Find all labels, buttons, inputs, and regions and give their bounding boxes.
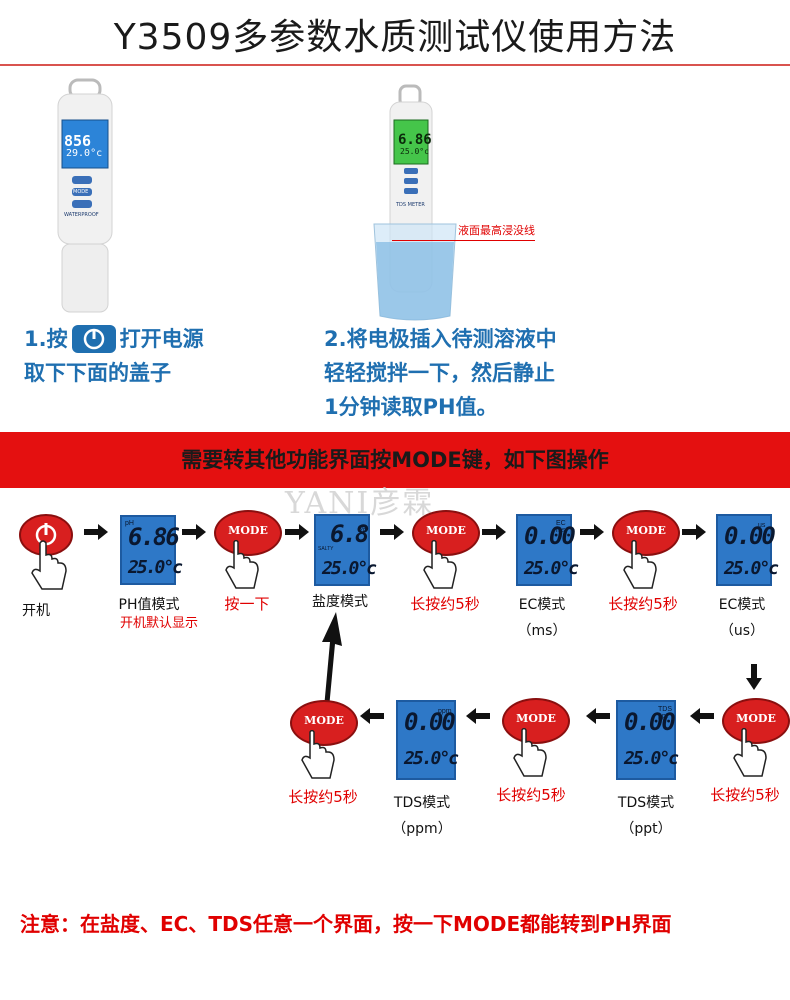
lcd-tds-ppm-unit: ppm — [438, 708, 452, 715]
arrow-right-5 — [482, 524, 506, 544]
arrow-left-1 — [690, 708, 714, 728]
page-title: Y3509多参数水质测试仪使用方法 — [113, 17, 677, 58]
lcd-salt-sub: SALTY — [318, 546, 334, 552]
note-text: 注意：在盐度、EC、TDS任意一个界面，按一下MODE都能转到PH界面 — [20, 912, 672, 936]
step1-text: 1.按 打开电源 取下下面的盖子 — [24, 322, 204, 390]
step1-line2: 取下下面的盖子 — [24, 361, 171, 385]
step2-line3: 1分钟读取PH值。 — [324, 395, 498, 419]
mode-button-6: MODE — [290, 700, 358, 780]
meter1-mode-label: MODE — [73, 189, 89, 195]
lcd-tds-ppt: TDS ppt 0.00 25.0°c — [616, 700, 679, 780]
meter1-reading-top: 856 — [64, 132, 92, 150]
lcd-ec-ms-bottom: 25.0°c — [524, 558, 579, 579]
banner-text: 需要转其他功能界面按MODE键，如下图操作 — [181, 448, 609, 472]
meter-image-2: 6.86 25.0°c TDS METER — [370, 84, 460, 324]
arrow-right-4 — [380, 524, 404, 544]
meter2-reading-bottom: 25.0°c — [400, 147, 429, 156]
mode-button-2: MODE — [412, 510, 480, 590]
meter2-reading-top: 6.86 — [398, 132, 432, 148]
lcd-ec-ms: EC ms 0.00 25.0°c — [516, 514, 579, 586]
lcd-ec-us-top: 0.00 — [724, 522, 776, 550]
arrow-right-1 — [84, 524, 108, 544]
mode-label-6: MODE — [304, 714, 344, 727]
meter1-reading-bottom: 29.0°c — [66, 148, 103, 159]
power-button-press — [18, 513, 78, 593]
meter1-brand: WATERPROOF — [64, 212, 99, 218]
arrow-left-3 — [466, 708, 490, 728]
immersion-line — [392, 240, 458, 241]
lcd-ph-bottom: 25.0°c — [128, 557, 183, 578]
arrow-up — [316, 612, 346, 712]
lcd-salt-unit: % — [358, 524, 367, 534]
meter-image-1: 856 29.0°c MODE WATERPROOF — [50, 78, 120, 318]
tds-ppt-label: TDS模式 — [617, 795, 675, 811]
instruction-banner — [0, 432, 790, 488]
long-press-label-1: 长按约5秒 — [410, 595, 480, 613]
power-icon — [71, 325, 116, 353]
immersion-line-label: 液面最高浸没线 — [458, 222, 535, 241]
meter2-brand: TDS METER — [396, 202, 425, 208]
arrow-down — [746, 664, 762, 694]
ec-us-label: EC模式 — [718, 597, 766, 613]
ec-ms-label: EC模式 — [518, 597, 566, 613]
lcd-ph-unit: pH — [125, 520, 134, 527]
lcd-ph: pH 6.86 25.0°c — [120, 515, 183, 585]
long-press-label-5: 长按约5秒 — [288, 788, 358, 806]
arrow-left-2 — [586, 708, 610, 728]
mode-label-1: MODE — [228, 524, 268, 537]
power-label: 开机 — [22, 603, 50, 619]
mode-label-5: MODE — [516, 712, 556, 725]
step2-line1: 2.将电极插入待测溶液中 — [324, 327, 557, 351]
arrow-left-4 — [360, 708, 384, 728]
ec-ms-unit-label: （ms） — [517, 623, 567, 639]
lcd-ec-ms-unit: EC ms — [556, 520, 566, 534]
lcd-tds-ppm-bottom: 25.0°c — [404, 748, 459, 769]
arrow-right-3 — [285, 524, 309, 544]
lcd-salt: % SALTY 6.8 25.0°c — [314, 514, 377, 586]
tds-ppm-unit-label: （ppm） — [392, 821, 452, 837]
step1-line1: 1.按 打开电源 — [24, 322, 204, 356]
ph-mode-label: PH值模式 — [118, 597, 180, 613]
ec-us-unit-label: （us） — [719, 623, 765, 639]
step2-text: 2.将电极插入待测溶液中 轻轻搅拌一下，然后静止 1分钟读取PH值。 — [324, 322, 557, 424]
press-once-label: 按一下 — [224, 595, 270, 613]
mode-label-4: MODE — [736, 712, 776, 725]
lcd-ph-top: 6.86 — [128, 523, 180, 551]
lcd-tds-ppt-unit: TDS ppt — [658, 706, 672, 720]
step2-line2: 轻轻搅拌一下，然后静止 — [324, 361, 555, 385]
mode-button-5: MODE — [502, 698, 570, 778]
long-press-label-4: 长按约5秒 — [496, 786, 566, 804]
mode-button-3: MODE — [612, 510, 680, 590]
title-divider — [0, 64, 790, 66]
ph-default-label: 开机默认显示 — [119, 616, 198, 631]
lcd-ec-ms-top: 0.00 — [524, 522, 576, 550]
lcd-tds-ppt-top: 0.00 — [624, 708, 676, 736]
mode-button-1: MODE — [214, 510, 282, 590]
lcd-tds-ppm: ppm 0.00 25.0°c — [396, 700, 459, 780]
mode-label-2: MODE — [426, 524, 466, 537]
salt-mode-label: 盐度模式 — [312, 594, 368, 610]
lcd-ec-us: us 0.00 25.0°c — [716, 514, 779, 586]
lcd-salt-bottom: 25.0°c — [322, 558, 377, 579]
mode-label-3: MODE — [626, 524, 666, 537]
lcd-tds-ppm-top: 0.00 — [404, 708, 456, 736]
arrow-right-2 — [182, 524, 206, 544]
arrow-right-7 — [682, 524, 706, 544]
lcd-ec-us-unit: us — [758, 522, 766, 529]
arrow-right-6 — [580, 524, 604, 544]
step1-line1-pre: 1.按 — [24, 327, 68, 351]
lcd-tds-ppt-bottom: 25.0°c — [624, 748, 679, 769]
long-press-label-2: 长按约5秒 — [608, 595, 678, 613]
tds-ppt-unit-label: （ppt） — [620, 821, 672, 837]
lcd-salt-top: 6.8 — [330, 520, 369, 548]
mode-button-4: MODE — [722, 698, 790, 778]
tds-ppm-label: TDS模式 — [393, 795, 451, 811]
long-press-label-3: 长按约5秒 — [710, 786, 780, 804]
lcd-ec-us-bottom: 25.0°c — [724, 558, 779, 579]
step1-line1-post: 打开电源 — [119, 327, 204, 351]
